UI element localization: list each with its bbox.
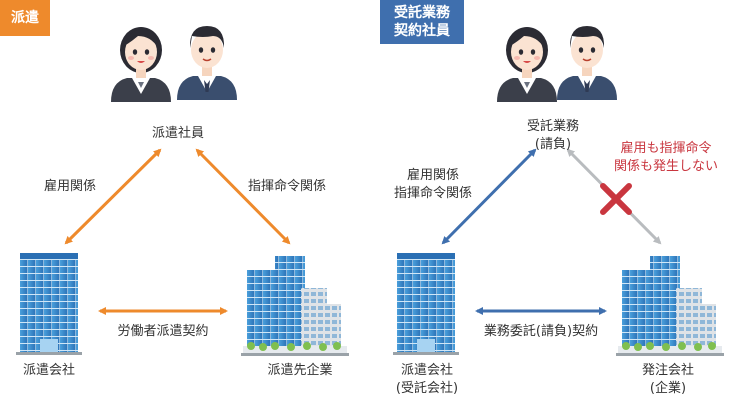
outsourcing-contract-label: 業務委託(請負)契約 bbox=[483, 324, 599, 339]
dispatch-contract-label: 労働者派遣契約 bbox=[117, 324, 209, 339]
employment-command-arrow bbox=[441, 148, 537, 245]
employment-label: 雇用関係 bbox=[43, 179, 96, 194]
office-complex-icon bbox=[616, 256, 724, 356]
employment-arrow bbox=[64, 148, 162, 245]
male-worker-icon bbox=[176, 25, 238, 101]
client-company-label: 派遣先企業 bbox=[267, 363, 333, 378]
office-complex-icon bbox=[241, 256, 349, 356]
employment-command-label: 雇用関係 指揮命令関係 bbox=[393, 168, 472, 201]
contractor-company-label: 派遣会社 (受託会社) bbox=[395, 363, 459, 396]
command-label: 指揮命令関係 bbox=[247, 179, 326, 194]
office-tower-icon bbox=[16, 253, 82, 355]
dispatch-company-label: 派遣会社 bbox=[22, 363, 75, 378]
worker-label: 派遣社員 bbox=[151, 126, 204, 141]
female-worker-icon bbox=[111, 27, 171, 102]
contract-worker-label: 受託業務 (請負) bbox=[526, 119, 579, 152]
command-arrow bbox=[195, 148, 291, 245]
female-worker-icon bbox=[497, 27, 557, 102]
male-worker-icon bbox=[556, 25, 618, 101]
red-cross-icon bbox=[600, 183, 632, 215]
outsourcing-tag: 受託業務 契約社員 bbox=[380, 0, 464, 44]
office-tower-icon bbox=[393, 253, 459, 355]
ordering-company-label: 発注会社 (企業) bbox=[641, 363, 694, 396]
no-relation-label: 雇用も指揮命令 関係も発生しない bbox=[613, 141, 718, 174]
dispatch-tag: 派遣 bbox=[0, 0, 50, 36]
